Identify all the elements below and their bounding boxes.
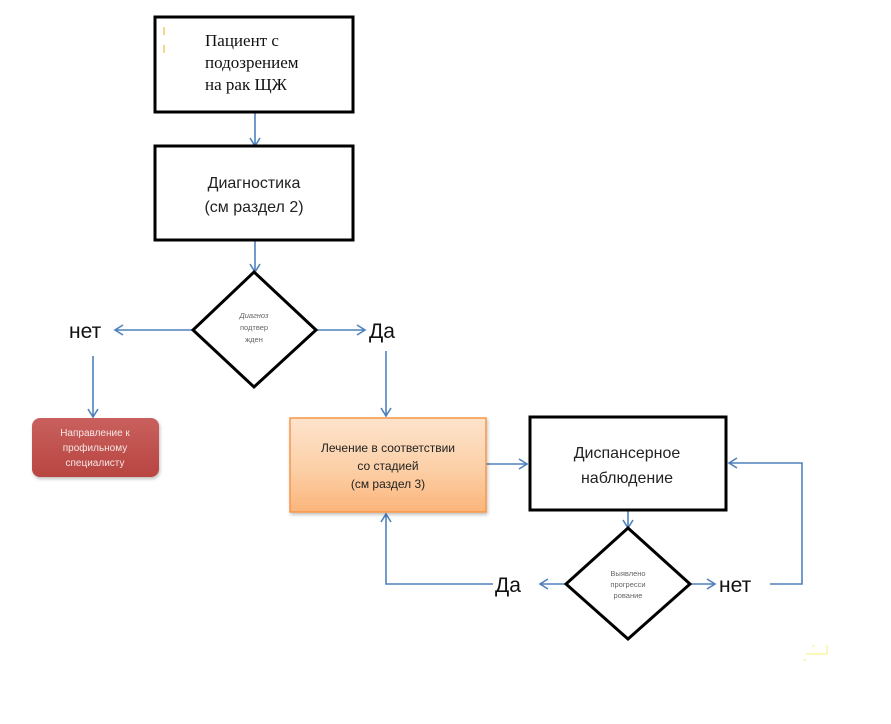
followup-line-1: Диспансерное <box>574 445 681 462</box>
followup-line-2: наблюдение <box>581 470 673 487</box>
arrow-decision-to-yes <box>316 324 367 336</box>
diagnostics-line-1: Диагностика <box>208 175 301 192</box>
decision2-line-1: Выявлено <box>610 569 645 578</box>
node-referral: Направление к профильному специалисту <box>32 418 159 477</box>
node-treatment: Лечение в соответствии со стадией (см ра… <box>289 417 487 513</box>
artifact-marks <box>803 645 828 661</box>
arrow-progression-to-no <box>690 578 717 590</box>
treatment-line-2: со стадией <box>357 459 418 473</box>
label-confirmed-yes: Да <box>369 320 395 343</box>
connectors <box>87 112 803 590</box>
diagnostics-line-2: (см раздел 2) <box>204 199 303 216</box>
decision1-line-3: жден <box>245 335 263 344</box>
arrow-decision-to-no <box>113 324 193 336</box>
arrow-diagnostics-to-decision <box>249 240 261 274</box>
decision-diagnosis-confirmed: Диагноз подтвер жден <box>190 269 319 390</box>
arrow-yes-to-treatment-loop <box>380 512 493 585</box>
decision2-line-2: прогресси <box>610 580 645 589</box>
arrow-no-to-followup-loop <box>727 457 803 585</box>
node-diagnostics: Диагностика (см раздел 2) <box>153 144 355 242</box>
arrow-no-to-referral <box>87 356 99 419</box>
arrow-treatment-to-followup <box>486 458 529 470</box>
patient-line-2: подозрением <box>205 53 299 72</box>
patient-line-3: на рак ЩЖ <box>205 75 288 94</box>
referral-line-1: Направление к <box>60 428 130 439</box>
treatment-line-3: (см раздел 3) <box>351 477 425 491</box>
label-confirmed-no: нет <box>69 320 102 343</box>
node-follow-up: Диспансерное наблюдение <box>528 415 728 512</box>
referral-line-2: профильному <box>63 442 127 454</box>
referral-line-3: специалисту <box>66 458 125 469</box>
label-progression-yes: Да <box>495 574 521 597</box>
node-patient: Пациент с подозрением на рак ЩЖ <box>153 15 355 114</box>
arrow-patient-to-diagnostics <box>249 112 261 148</box>
decision2-line-3: рование <box>614 591 643 600</box>
treatment-line-1: Лечение в соответствии <box>321 441 455 455</box>
patient-line-1: Пациент с <box>205 31 279 50</box>
decision1-line-2: подтвер <box>240 323 268 332</box>
arrow-yes-to-treatment <box>380 351 392 418</box>
decision-progression-detected: Выявлено прогресси рование <box>563 525 693 642</box>
decision1-line-1: Диагноз <box>238 311 269 320</box>
arrow-followup-to-progression <box>622 510 634 530</box>
arrow-progression-to-yes <box>538 578 566 590</box>
label-progression-no: нет <box>719 574 752 597</box>
